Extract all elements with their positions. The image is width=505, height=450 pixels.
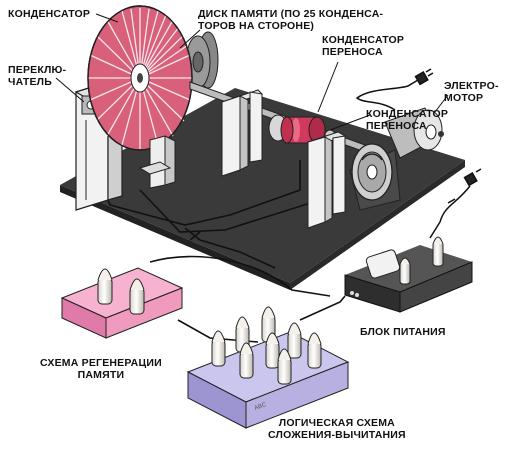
leader-lines: [55, 13, 449, 131]
memory-disk: [87, 5, 219, 151]
switch-label: ПЕРЕКЛЮ- ЧАТЕЛЬ: [8, 64, 66, 88]
power-unit: [344, 236, 473, 313]
middle-stand: [221, 89, 263, 177]
right-stand: [306, 131, 347, 229]
electric-motor-line1: ЭЛЕКТРО-: [444, 80, 499, 92]
transfer-capacitor-line1: КОНДЕНСАТОР: [366, 108, 449, 120]
memory-regen-label: СХЕМА РЕГЕНЕРАЦИИ ПАМЯТИ: [40, 357, 162, 381]
transfer-capacitor: [268, 114, 336, 144]
memory-disk-label-line1: ДИСК ПАМЯТИ (ПО 25 КОНДЕНСА-: [198, 8, 384, 20]
transfer-capacitor-line2: ПЕРЕНОСА: [366, 120, 427, 132]
svg-text:ABC: ABC: [254, 402, 268, 412]
disk-support: [138, 135, 176, 189]
transfer-capacitor-top-line2: ПЕРЕНОСА: [322, 46, 383, 58]
transfer-capacitor-top-line1: КОНДЕНСАТОР: [322, 34, 405, 46]
transfer-capacitor-top-label: КОНДЕНСАТОР ПЕРЕНОСА: [322, 34, 404, 58]
logic-circuit-line2: СЛОЖЕНИЯ-ВЫЧИТАНИЯ: [268, 429, 406, 441]
memory-regen-line2: ПАМЯТИ: [77, 369, 125, 381]
memory-regen-box: [60, 267, 184, 339]
power-cord: [429, 168, 482, 239]
capacitor-label: КОНДЕНСАТОР: [8, 8, 91, 20]
electric-motor-line2: МОТОР: [444, 92, 484, 104]
logic-tubes: [211, 306, 322, 385]
motor-cord: [355, 68, 434, 111]
transfer-capacitor-label: КОНДЕНСАТОР ПЕРЕНОСА: [366, 108, 448, 132]
memory-regen-line1: СХЕМА РЕГЕНЕРАЦИИ: [40, 357, 162, 369]
power-unit-label: БЛОК ПИТАНИЯ: [360, 326, 446, 338]
logic-circuit-line1: ЛОГИЧЕСКАЯ СХЕМА: [278, 417, 395, 429]
interconnect-wires: [149, 227, 346, 343]
logic-circuit-label: ЛОГИЧЕСКАЯ СХЕМА СЛОЖЕНИЯ-ВЫЧИТАНИЯ: [268, 417, 406, 441]
electric-motor: [349, 107, 444, 211]
logic-circuit-box: ABC: [186, 306, 350, 429]
electric-motor-label: ЭЛЕКТРО- МОТОР: [444, 80, 499, 104]
memory-disk-label-line2: ТОРОВ НА СТОРОНЕ): [198, 20, 315, 32]
switch-label-line1: ПЕРЕКЛЮ-: [8, 64, 67, 76]
memory-disk-label: ДИСК ПАМЯТИ (ПО 25 КОНДЕНСА- ТОРОВ НА СТ…: [198, 8, 383, 32]
power-unit-tubes: [399, 236, 444, 285]
switch-label-line2: ЧАТЕЛЬ: [8, 76, 52, 88]
regen-tubes: [97, 268, 145, 315]
